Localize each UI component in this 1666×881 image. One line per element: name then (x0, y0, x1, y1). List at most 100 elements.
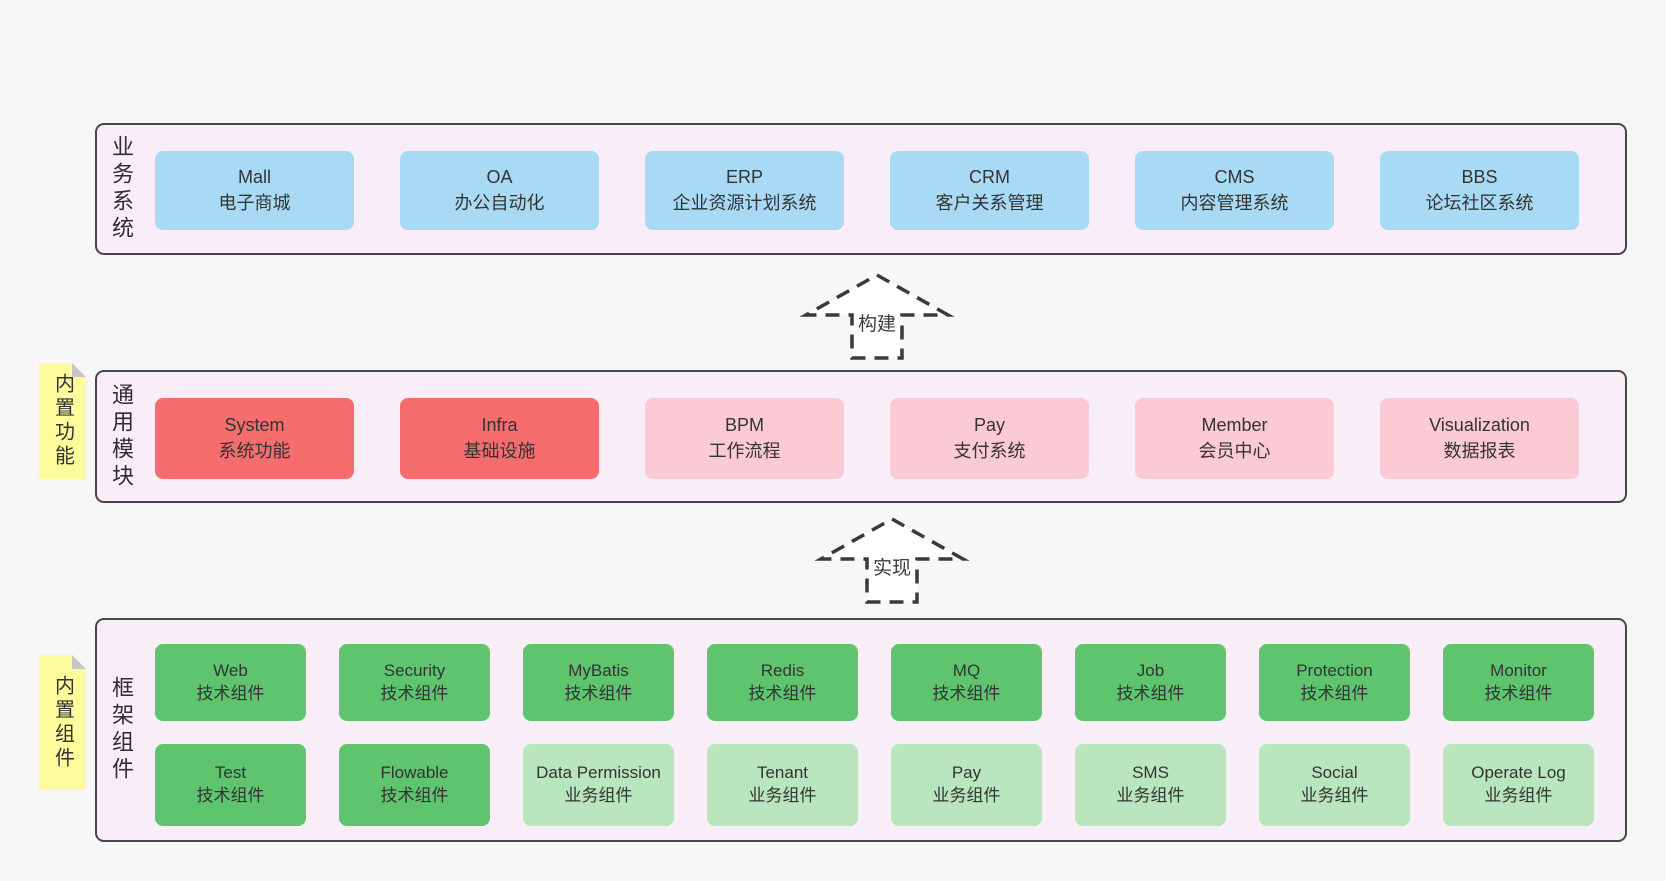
box-title-zh: 技术组件 (932, 683, 1001, 703)
box-title-zh: 办公自动化 (454, 192, 545, 213)
box-test: Test 技术组件 (155, 744, 306, 826)
box-title-en: CMS (1214, 166, 1255, 187)
box-title-en: Mall (237, 166, 271, 187)
box-system: System 系统功能 (155, 398, 354, 479)
box-monitor: Monitor 技术组件 (1443, 644, 1594, 721)
box-title-zh: 业务组件 (1484, 786, 1553, 805)
box-cms: CMS 内容管理系统 (1135, 151, 1334, 230)
box-title-zh: 内容管理系统 (1180, 192, 1289, 213)
box-crm: CRM 客户关系管理 (890, 151, 1089, 230)
box-title-en: Pay (951, 763, 982, 783)
box-mq: MQ 技术组件 (891, 644, 1042, 721)
build-arrow-label: 构建 (853, 309, 901, 336)
panel-common-modules: 通用模块 System 系统功能 Infra 基础设施 BPM 工作流程 Pay… (95, 370, 1627, 503)
box-title-en: Flowable (380, 763, 449, 783)
box-title-zh: 技术组件 (564, 683, 633, 703)
box-member: Member 会员中心 (1135, 398, 1334, 479)
box-title-zh: 会员中心 (1198, 440, 1271, 461)
box-title-zh: 业务组件 (1116, 786, 1185, 805)
box-title-en: Web (213, 660, 248, 680)
box-title-zh: 技术组件 (1116, 683, 1185, 703)
box-bpm: BPM 工作流程 (645, 398, 844, 479)
box-title-en: ERP (725, 166, 763, 187)
box-job: Job 技术组件 (1075, 644, 1226, 721)
sticky-note-text: 内置功能 (51, 373, 74, 469)
panel-components-side-label: 框架组件 (109, 676, 134, 784)
box-title-en: MyBatis (568, 660, 629, 680)
box-protection: Protection 技术组件 (1259, 644, 1410, 721)
box-title-zh: 业务组件 (1300, 786, 1369, 805)
box-title-en: Visualization (1429, 414, 1530, 435)
box-pay-component: Pay 业务组件 (891, 744, 1042, 826)
components-box-row-2: Test 技术组件 Flowable 技术组件 Data Permission … (155, 744, 1594, 826)
box-title-zh: 技术组件 (1300, 683, 1369, 703)
implement-arrow-label: 实现 (868, 553, 916, 580)
sticky-note-built-in-components: 内置组件 (39, 655, 86, 790)
box-title-en: BPM (724, 414, 764, 435)
box-title-zh: 技术组件 (380, 786, 449, 805)
box-title-zh: 技术组件 (1484, 683, 1553, 703)
box-title-en: Pay (973, 414, 1006, 435)
box-web: Web 技术组件 (155, 644, 306, 721)
box-title-zh: 客户关系管理 (935, 192, 1044, 213)
box-title-zh: 论坛社区系统 (1425, 192, 1534, 213)
box-erp: ERP 企业资源计划系统 (645, 151, 844, 230)
box-title-zh: 数据报表 (1443, 440, 1516, 461)
box-sms: SMS 业务组件 (1075, 744, 1226, 826)
box-title-en: Protection (1296, 660, 1373, 680)
box-title-en: Operate Log (1471, 763, 1566, 783)
box-title-en: SMS (1132, 763, 1169, 783)
box-title-en: Member (1201, 414, 1268, 435)
box-title-zh: 业务组件 (564, 786, 633, 805)
box-visualization: Visualization 数据报表 (1380, 398, 1579, 479)
box-title-zh: 技术组件 (748, 683, 817, 703)
box-oa: OA 办公自动化 (400, 151, 599, 230)
box-title-zh: 技术组件 (380, 683, 449, 703)
box-title-zh: 业务组件 (748, 786, 817, 805)
box-title-zh: 电子商城 (218, 192, 291, 213)
box-mybatis: MyBatis 技术组件 (523, 644, 674, 721)
box-title-en: MQ (952, 660, 981, 680)
box-security: Security 技术组件 (339, 644, 490, 721)
box-bbs: BBS 论坛社区系统 (1380, 151, 1579, 230)
box-operate-log: Operate Log 业务组件 (1443, 744, 1594, 826)
sticky-fold-corner (72, 655, 86, 669)
box-title-en: Data Permission (536, 763, 661, 783)
box-infra: Infra 基础设施 (400, 398, 599, 479)
panel-modules-side-label: 通用模块 (109, 382, 134, 491)
box-title-en: Tenant (756, 763, 809, 783)
sticky-note-built-in-features: 内置功能 (39, 363, 86, 479)
box-social: Social 业务组件 (1259, 744, 1410, 826)
box-title-zh: 技术组件 (196, 683, 265, 703)
box-title-zh: 工作流程 (708, 440, 781, 461)
box-title-en: Monitor (1490, 660, 1547, 680)
box-title-zh: 技术组件 (196, 786, 265, 805)
box-title-en: Security (383, 660, 446, 680)
box-title-en: OA (486, 166, 513, 187)
box-title-zh: 企业资源计划系统 (672, 192, 817, 213)
box-title-zh: 支付系统 (953, 440, 1026, 461)
panel-business-side-label: 业务系统 (109, 135, 134, 243)
box-redis: Redis 技术组件 (707, 644, 858, 721)
box-flowable: Flowable 技术组件 (339, 744, 490, 826)
box-title-en: Job (1136, 660, 1165, 680)
box-title-en: CRM (969, 166, 1010, 187)
box-title-zh: 业务组件 (932, 786, 1001, 805)
components-box-row-1: Web 技术组件 Security 技术组件 MyBatis 技术组件 Redi… (155, 644, 1594, 721)
sticky-fold-corner (72, 363, 86, 377)
box-data-permission: Data Permission 业务组件 (523, 744, 674, 826)
panel-framework-components: 框架组件 Web 技术组件 Security 技术组件 MyBatis 技术组件… (95, 618, 1627, 842)
panel-business-systems: 业务系统 Mall 电子商城 OA 办公自动化 ERP 企业资源计划系统 CRM… (95, 123, 1627, 255)
box-title-en: Social (1311, 763, 1358, 783)
box-title-zh: 基础设施 (463, 440, 536, 461)
box-title-en: System (224, 414, 285, 435)
box-title-en: BBS (1461, 166, 1498, 187)
box-tenant: Tenant 业务组件 (707, 744, 858, 826)
sticky-note-text: 内置组件 (51, 674, 74, 771)
box-title-en: Test (214, 763, 247, 783)
box-mall: Mall 电子商城 (155, 151, 354, 230)
box-title-zh: 系统功能 (218, 440, 291, 461)
business-box-row: Mall 电子商城 OA 办公自动化 ERP 企业资源计划系统 CRM 客户关系… (155, 151, 1579, 230)
box-pay-system: Pay 支付系统 (890, 398, 1089, 479)
